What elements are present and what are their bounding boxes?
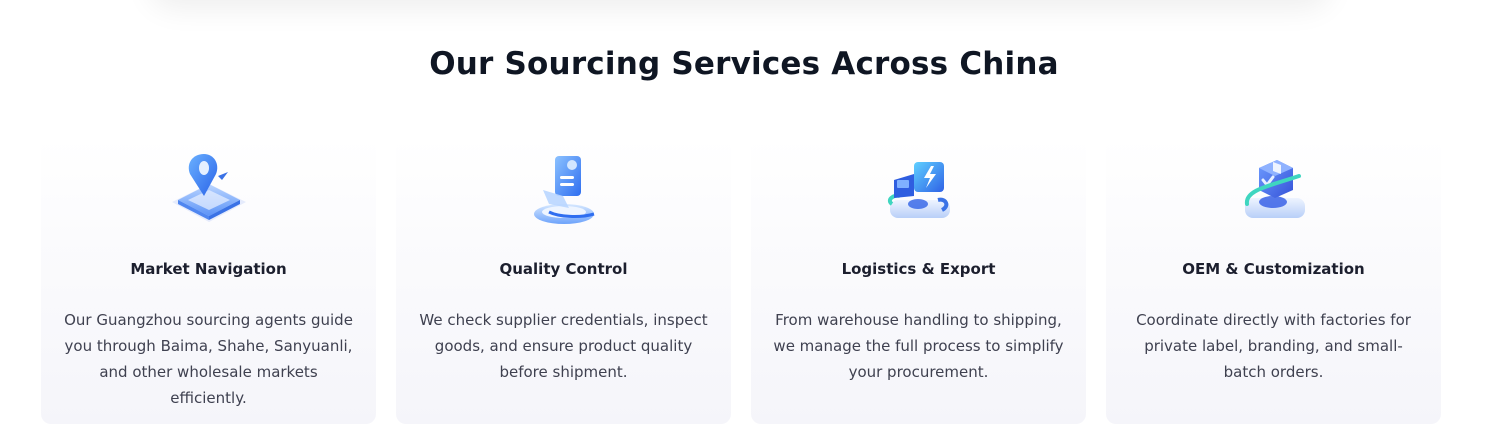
card-description: Our Guangzhou sourcing agents guide you …: [64, 311, 353, 407]
card-title: Quality Control: [499, 260, 628, 278]
delivery-truck-icon: [874, 150, 964, 230]
card-title: Market Navigation: [130, 260, 287, 278]
card-description: Coordinate directly with factories for p…: [1136, 311, 1411, 381]
services-grid: Market Navigation Our Guangzhou sourcing…: [41, 138, 1441, 424]
service-card-logistics-export: Logistics & Export From warehouse handli…: [751, 138, 1086, 424]
section-title: Our Sourcing Services Across China: [429, 46, 1059, 82]
card-description: We check supplier credentials, inspect g…: [419, 311, 708, 381]
document-check-icon: [519, 150, 609, 230]
package-box-icon: [1229, 150, 1319, 230]
service-card-oem-customization: OEM & Customization Coordinate directly …: [1106, 138, 1441, 424]
card-title: Logistics & Export: [841, 260, 996, 278]
service-card-market-navigation: Market Navigation Our Guangzhou sourcing…: [41, 138, 376, 424]
map-pin-icon: [164, 150, 254, 230]
card-description: From warehouse handling to shipping, we …: [773, 311, 1064, 381]
service-card-quality-control: Quality Control We check supplier creden…: [396, 138, 731, 424]
card-title: OEM & Customization: [1182, 260, 1365, 278]
